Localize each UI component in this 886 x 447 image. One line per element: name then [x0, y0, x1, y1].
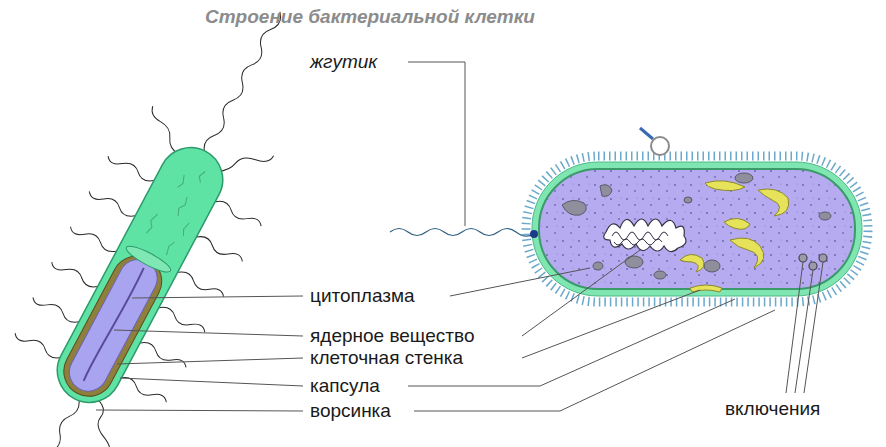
part-label: клеточная стенка	[310, 347, 463, 369]
part-label: включения	[725, 398, 820, 420]
part-label: жгутик	[310, 51, 377, 73]
part-label: капсула	[310, 375, 380, 397]
part-label: ворсинка	[310, 400, 391, 422]
cell-section	[390, 128, 868, 302]
part-label: цитоплазма	[310, 285, 415, 307]
diagram-title: Строение бактериальной клетки	[205, 5, 535, 29]
rod-cell	[0, 0, 354, 447]
leader-lines	[96, 62, 823, 411]
part-label: ядерное вещество	[310, 325, 475, 347]
